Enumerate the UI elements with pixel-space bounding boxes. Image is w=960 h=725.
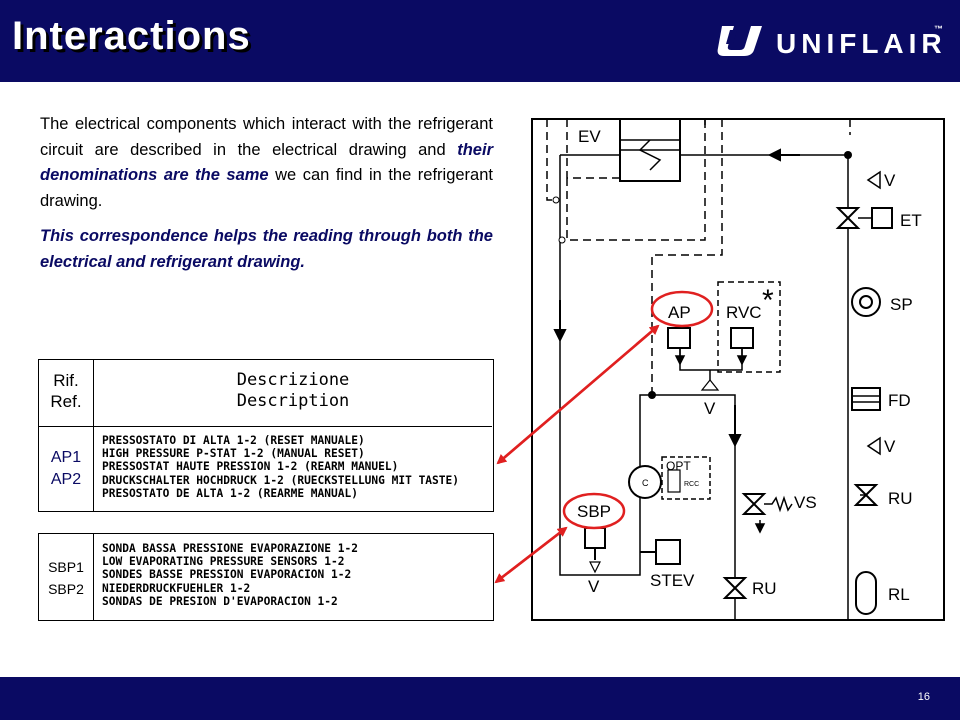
label-rvc: RVC <box>726 303 762 322</box>
desc-line: PRESSOSTAT HAUTE PRESSION 1-2 (REARM MAN… <box>102 460 399 474</box>
ap-description-table: Rif. Ref. Descrizione Description AP1 AP… <box>38 359 494 512</box>
label-fd: FD <box>888 391 911 410</box>
header-bar: Interactions UNIFLAIR ™ <box>0 0 960 82</box>
desc-line: HIGH PRESSURE P-STAT 1-2 (MANUAL RESET) <box>102 447 365 461</box>
label-star: * <box>762 284 774 317</box>
header-desc-it: Descrizione <box>236 370 350 390</box>
sbp-description-table: SBP1 SBP2 SONDA BASSA PRESSIONE EVAPORAZ… <box>38 533 494 621</box>
paragraph-1: The electrical components which interact… <box>40 112 493 214</box>
label-ru-right: RU <box>888 489 913 508</box>
p1-before: The electrical components which interact… <box>40 115 493 159</box>
label-ap: AP <box>668 303 691 322</box>
sbp-description-cell: SONDA BASSA PRESSIONE EVAPORAZIONE 1-2 L… <box>94 534 492 620</box>
uniflair-u-logo-icon <box>717 26 762 56</box>
ref-sbp1: SBP1 <box>48 559 84 575</box>
table-header-description: Descrizione Description <box>94 360 492 427</box>
label-ru-bottom: RU <box>752 579 777 598</box>
paragraph-2: This correspondence helps the reading th… <box>40 227 493 271</box>
table-header-ref: Rif. Ref. <box>39 360 94 427</box>
label-v-top: V <box>884 171 896 190</box>
desc-line: LOW EVAPORATING PRESSURE SENSORS 1-2 <box>102 555 345 569</box>
sbp-highlight-ellipse <box>562 492 626 530</box>
label-sbp: SBP <box>577 502 611 521</box>
desc-line: PRESSOSTATO DI ALTA 1-2 (RESET MANUALE) <box>102 434 365 447</box>
label-vs: VS <box>794 493 817 512</box>
p1-emphasis: their denominations are the same <box>40 140 493 185</box>
footer-bar: 16 <box>0 677 960 720</box>
ref-ap1: AP1 <box>50 449 82 466</box>
desc-line: SONDA BASSA PRESSIONE EVAPORAZIONE 1-2 <box>102 542 358 555</box>
label-rl: RL <box>888 585 910 604</box>
sbp-ref-cell: SBP1 SBP2 <box>39 534 94 620</box>
label-ev: EV <box>578 127 601 146</box>
ap-link-arrow <box>496 325 659 465</box>
header-desc-en: Description <box>236 391 350 411</box>
ref-ap2: AP2 <box>50 471 82 488</box>
ap-ref-cell: AP1 AP2 <box>39 427 94 512</box>
label-v-bottom: V <box>588 577 600 596</box>
desc-line: SONDES BASSE PRESSION EVAPORACION 1-2 <box>102 568 352 582</box>
ap-highlight-ellipse <box>650 290 714 328</box>
header-ref-it: Rif. <box>53 371 79 390</box>
label-v-mid: V <box>704 399 716 418</box>
sbp-link-arrow <box>494 527 567 584</box>
logo-trademark: ™ <box>934 24 943 34</box>
label-compressor-c: C <box>642 478 649 488</box>
desc-line: DRUCKSCHALTER HOCHDRUCK 1-2 (RUECKSTELLU… <box>102 473 459 487</box>
label-rcc: RCC <box>684 481 699 488</box>
p1-after: we can find in the refrigerant drawing. <box>40 166 493 210</box>
ap-description-cell: PRESSOSTATO DI ALTA 1-2 (RESET MANUALE) … <box>94 427 492 512</box>
page-number: 16 <box>917 691 930 703</box>
label-v-right: V <box>884 437 896 456</box>
desc-line: NIEDERDRUCKFUEHLER 1-2 <box>102 581 251 595</box>
ref-sbp2: SBP2 <box>48 581 84 597</box>
label-sp: SP <box>890 295 913 314</box>
label-et: ET <box>900 211 922 230</box>
label-opt: OPT <box>666 459 691 473</box>
desc-line: PRESOSTATO DE ALTA 1-2 (REARME MANUAL) <box>102 486 358 500</box>
page-title: Interactions <box>12 14 251 58</box>
label-stev: STEV <box>650 571 695 590</box>
diagram-frame <box>531 118 945 621</box>
desc-line: SONDAS DE PRESION D'EVAPORACION 1-2 <box>102 594 338 608</box>
body-text: The electrical components which interact… <box>40 112 493 285</box>
logo-text: UNIFLAIR <box>776 28 947 59</box>
header-ref-en: Ref. <box>50 392 82 411</box>
